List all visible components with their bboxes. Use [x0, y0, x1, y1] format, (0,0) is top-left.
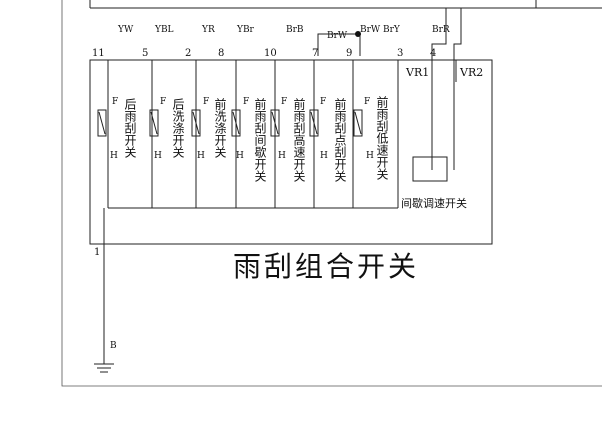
- svg-text:F: F: [320, 97, 326, 107]
- pin-5: 5: [142, 48, 148, 59]
- switch-label-front-wiper-high: 前雨刮高速开关: [292, 97, 306, 182]
- switch-front-washer: F H 前洗涤开关: [191, 97, 227, 161]
- switch-label-front-wiper-single: 前雨刮点刮开关: [333, 97, 347, 182]
- pin-3: 3: [397, 48, 403, 59]
- wire-label-brb: BrB: [286, 25, 304, 35]
- switch-front-wiper-low: F H 前雨刮低速开关: [353, 95, 389, 180]
- junction-dot: [355, 31, 361, 37]
- switch-title: 雨刮组合开关: [233, 250, 419, 283]
- pin-7: 7: [312, 48, 318, 59]
- switch-front-wiper-intermittent: F H 前雨刮间歇开关: [231, 97, 267, 182]
- ground-wire-label: B: [110, 341, 117, 351]
- pin-8: 8: [218, 48, 224, 59]
- svg-text:H: H: [278, 151, 286, 161]
- pin-2: 2: [185, 48, 191, 59]
- wire-label-yr: YR: [201, 25, 215, 35]
- switch-label-rear-washer: 后洗涤开关: [171, 98, 185, 158]
- switch-label-front-wiper-intermittent: 前雨刮间歇开关: [253, 97, 267, 182]
- svg-text:F: F: [243, 97, 249, 107]
- svg-text:H: H: [366, 151, 374, 161]
- svg-text:F: F: [364, 97, 370, 107]
- switch-rear-wiper: F H 后雨刮开关: [97, 97, 137, 161]
- switch-label-front-washer: 前洗涤开关: [213, 97, 227, 158]
- switch-rear-washer: F H 后洗涤开关: [149, 97, 185, 161]
- svg-text:F: F: [112, 97, 118, 107]
- switch-label-front-wiper-low: 前雨刮低速开关: [375, 95, 389, 180]
- switch-label-rear-wiper: 后雨刮开关: [123, 98, 137, 158]
- pin-11: 11: [92, 48, 105, 59]
- switch-front-wiper-single: F H 前雨刮点刮开关: [309, 97, 347, 182]
- intermittent-speed-switch: VR1 VR2 间歇调速开关: [401, 66, 483, 210]
- switch-box: [89, 59, 493, 245]
- pin-9: 9: [346, 48, 352, 59]
- svg-text:H: H: [236, 151, 244, 161]
- wire-label-ybl: YBL: [154, 25, 174, 35]
- pin-4: 4: [430, 48, 436, 59]
- switch-front-wiper-high: F H 前雨刮高速开关: [270, 97, 306, 182]
- svg-text:H: H: [197, 151, 205, 161]
- svg-text:H: H: [154, 151, 162, 161]
- vr1-label: VR1: [405, 66, 429, 79]
- svg-text:F: F: [203, 97, 209, 107]
- outer-frame: [61, 0, 602, 387]
- wire-label-yw: YW: [117, 25, 134, 35]
- intermittent-speed-label: 间歇调速开关: [401, 196, 467, 210]
- svg-text:H: H: [110, 151, 118, 161]
- ground-symbol-icon: [94, 363, 114, 373]
- svg-text:H: H: [320, 151, 328, 161]
- wire-label-brw: BrW: [360, 25, 381, 35]
- junction-label: BrW: [327, 31, 348, 41]
- wire-label-bry: BrY: [383, 25, 401, 35]
- svg-text:F: F: [281, 97, 287, 107]
- pin-1: 1: [94, 247, 100, 258]
- vr2-label: VR2: [459, 66, 483, 79]
- wire-label-ybr: YBr: [236, 25, 255, 35]
- svg-text:F: F: [160, 97, 166, 107]
- wire-label-brr: BrR: [432, 25, 450, 35]
- pin-10: 10: [264, 48, 277, 59]
